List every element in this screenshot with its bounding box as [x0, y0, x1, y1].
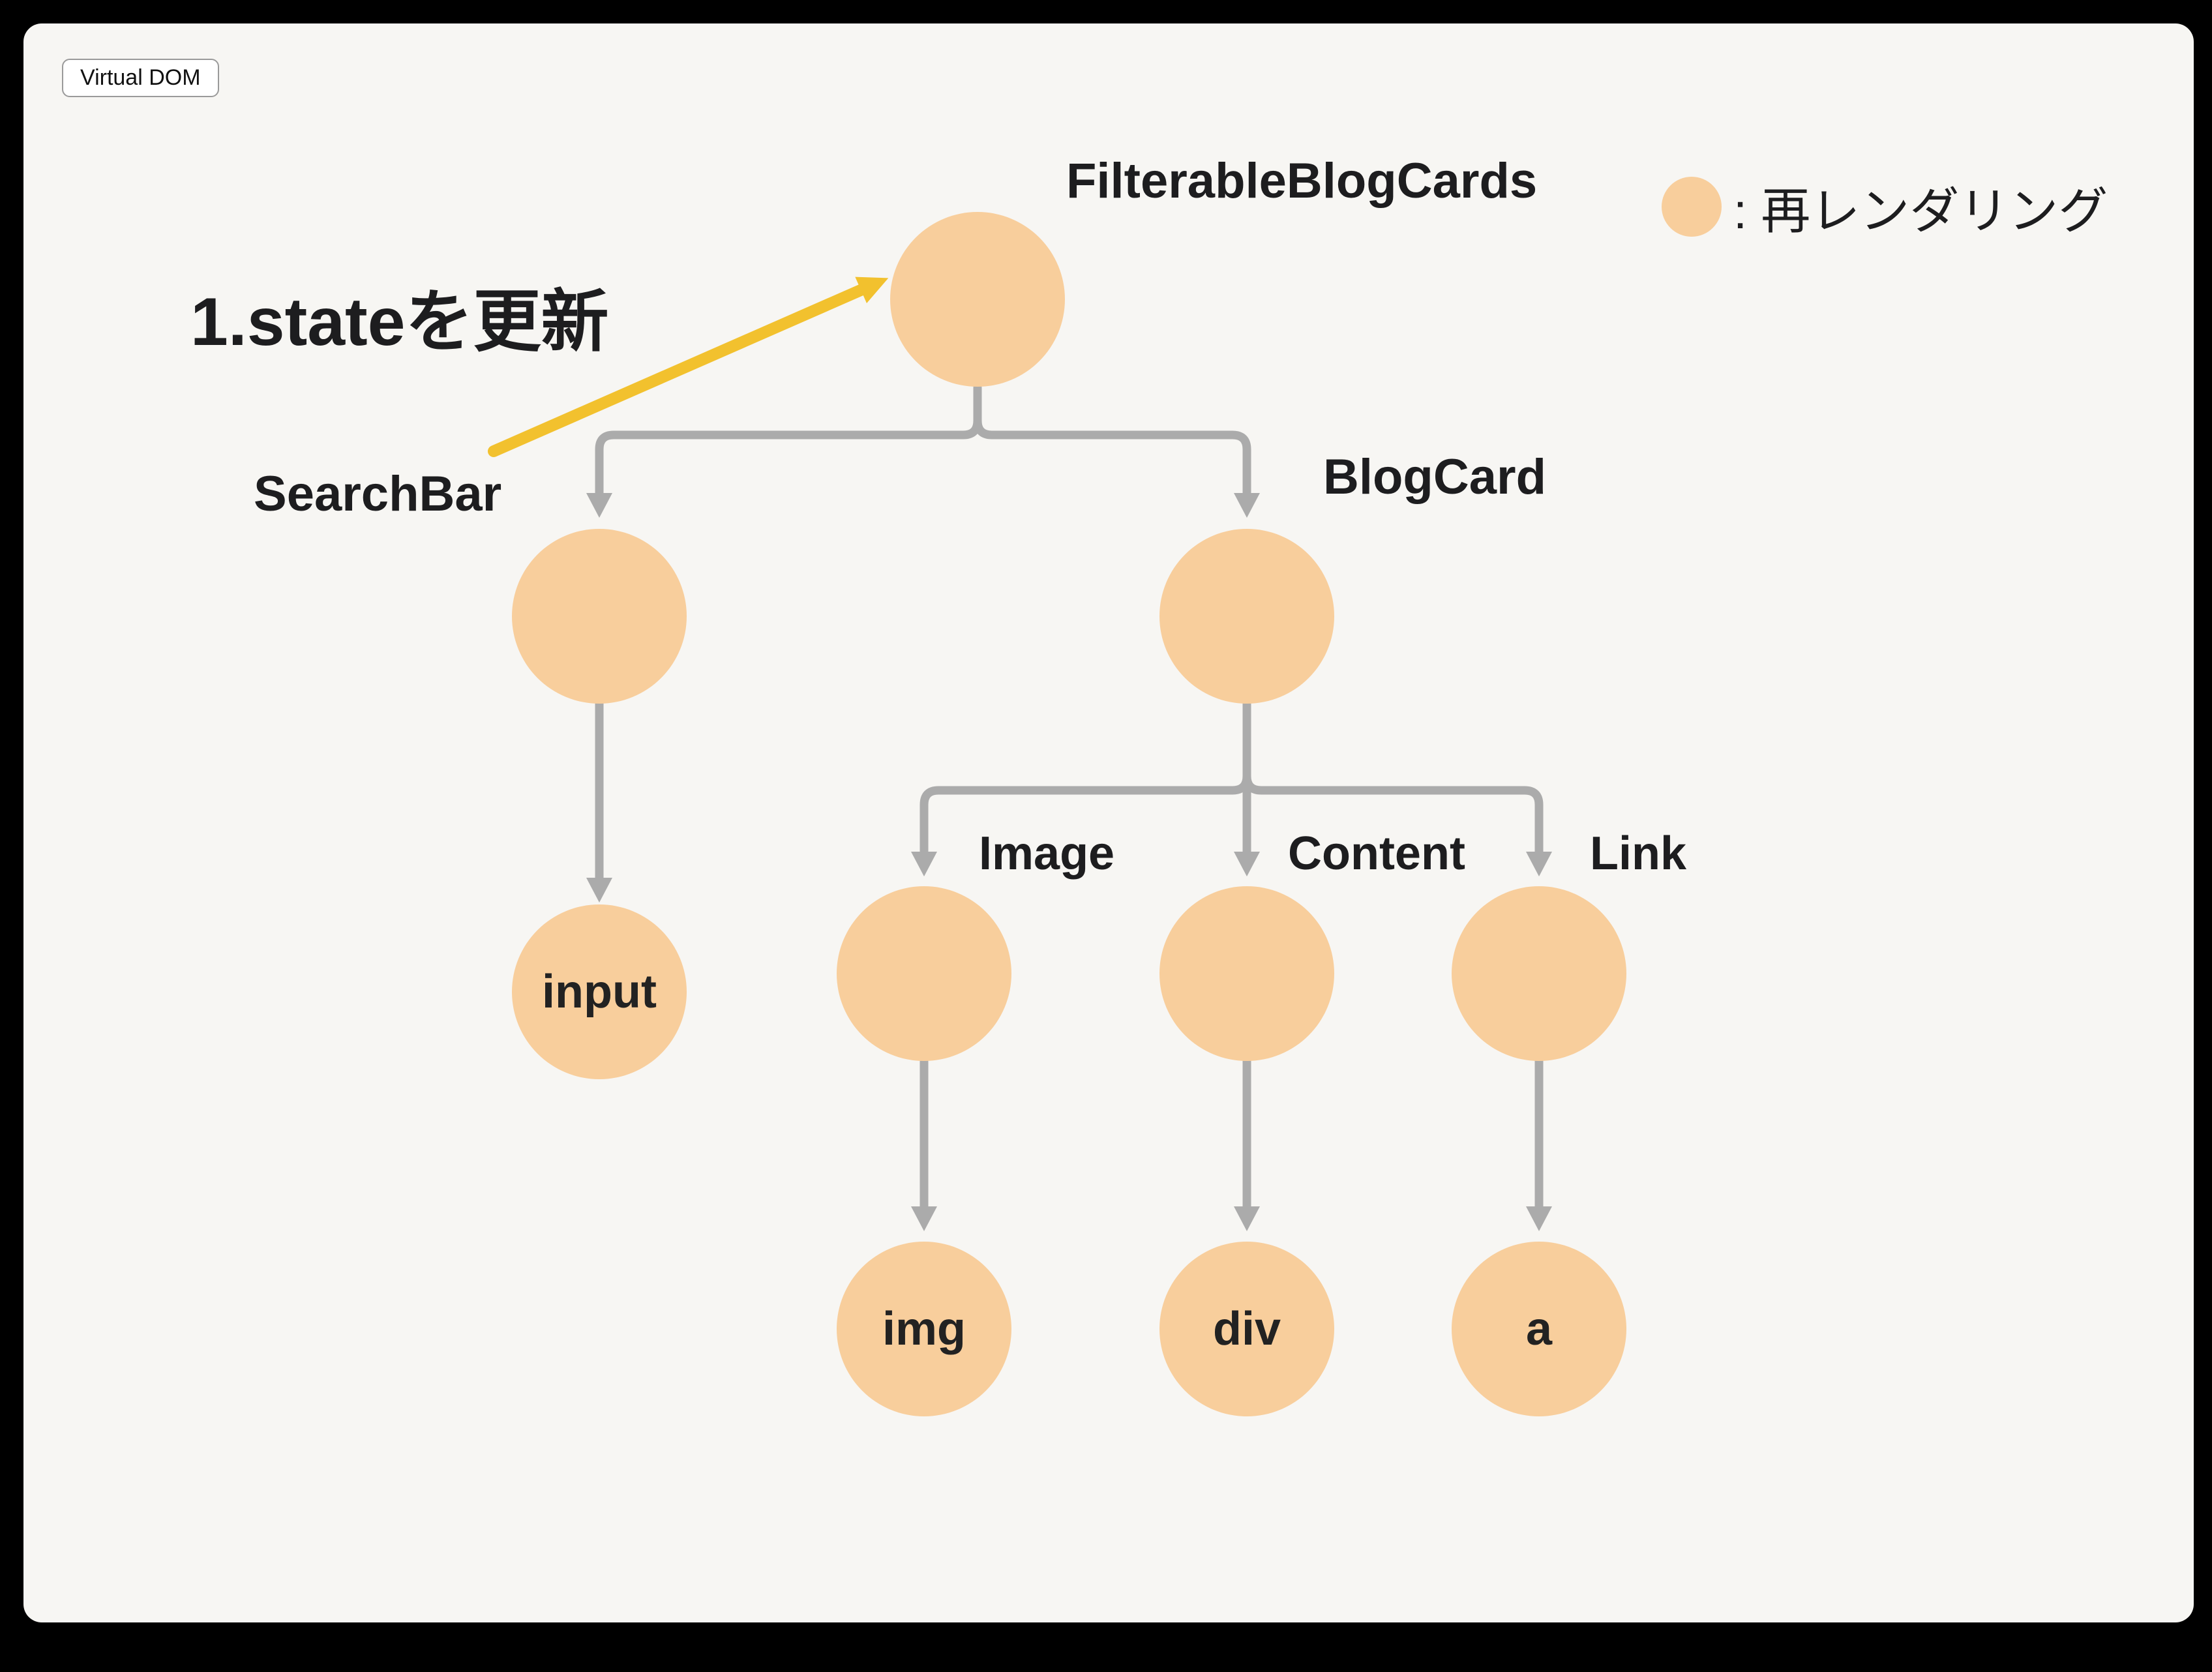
- node-image: [837, 886, 1011, 1061]
- label-link: Link: [1590, 828, 1687, 880]
- node-blogcard: [1159, 529, 1334, 704]
- label-blogcard: BlogCard: [1323, 449, 1546, 505]
- node-img: img: [837, 1242, 1011, 1416]
- rerender-swatch-icon: [1662, 177, 1722, 237]
- edge-root-to-searchbar: [586, 383, 982, 518]
- label-image: Image: [979, 828, 1115, 880]
- legend-label: : 再レンダリング: [1733, 184, 2108, 239]
- state-update-annotation: 1.stateを更新: [190, 284, 609, 360]
- node-a-label: a: [1525, 1303, 1553, 1355]
- node-img-label: img: [882, 1303, 966, 1355]
- node-searchbar: [512, 529, 687, 704]
- state-update-arrow-icon: [488, 276, 889, 457]
- legend: : 再レンダリング: [1662, 171, 2108, 243]
- node-content: [1159, 886, 1334, 1061]
- label-content: Content: [1288, 828, 1465, 880]
- node-input: input: [512, 904, 687, 1079]
- edge-root-to-blogcard: [973, 383, 1260, 518]
- node-link: [1452, 886, 1626, 1061]
- node-filterableblogcards: [890, 212, 1065, 387]
- node-a: a: [1452, 1242, 1626, 1416]
- diagram-panel: [23, 23, 2194, 1622]
- node-div: div: [1159, 1242, 1334, 1416]
- node-div-label: div: [1212, 1303, 1281, 1355]
- window-title-badge: Virtual DOM: [62, 59, 219, 97]
- label-filterableblogcards: FilterableBlogCards: [1066, 153, 1538, 209]
- edge-blogcard-to-link: [1242, 699, 1552, 876]
- label-searchbar: SearchBar: [254, 466, 502, 522]
- node-input-label: input: [542, 966, 657, 1018]
